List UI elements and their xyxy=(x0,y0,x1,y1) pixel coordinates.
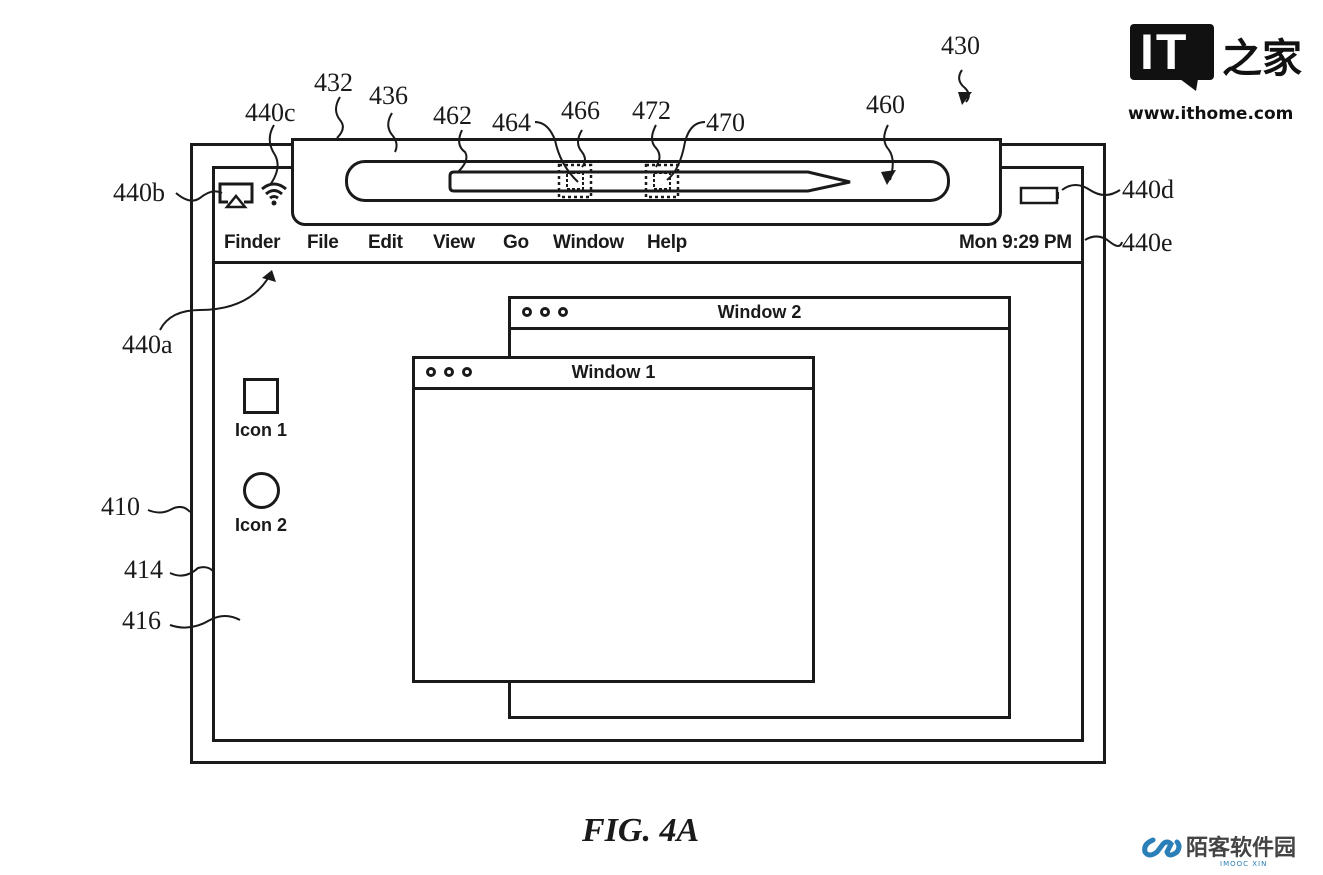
menu-edit[interactable]: Edit xyxy=(368,232,403,253)
menu-finder[interactable]: Finder xyxy=(224,232,281,253)
leader-416 xyxy=(169,615,241,629)
leader-432 xyxy=(335,96,344,139)
marker-a-icon xyxy=(557,163,593,199)
window-1-zoom-button[interactable] xyxy=(462,367,472,377)
menu-window[interactable]: Window xyxy=(553,232,624,253)
leader-466 xyxy=(577,129,586,168)
ref-460: 460 xyxy=(866,90,905,119)
window-2-zoom-button[interactable] xyxy=(558,307,568,317)
leader-462 xyxy=(457,129,468,173)
battery-icon xyxy=(1019,186,1059,205)
leader-414 xyxy=(169,566,215,577)
leader-430 xyxy=(958,69,970,103)
mooc-logo-icon xyxy=(1142,837,1182,858)
ref-462: 462 xyxy=(433,101,472,130)
window-1[interactable]: Window 1 xyxy=(412,356,815,683)
leader-440b xyxy=(175,190,223,202)
window-2-minimize-button[interactable] xyxy=(540,307,550,317)
stylus-icon xyxy=(448,170,851,193)
ref-432: 432 xyxy=(314,68,353,97)
window-1-minimize-button[interactable] xyxy=(444,367,454,377)
ithome-logo-tail xyxy=(1180,79,1198,91)
window-2-title: Window 2 xyxy=(717,302,802,322)
window-2-titlebar[interactable]: Window 2 xyxy=(511,299,1008,330)
mooc-name: 陌客软件园 xyxy=(1186,835,1297,861)
ref-440c: 440c xyxy=(245,98,296,127)
ref-466: 466 xyxy=(561,96,600,125)
window-1-titlebar[interactable]: Window 1 xyxy=(415,359,812,390)
desktop-icon-2-label: Icon 2 xyxy=(235,515,288,535)
menu-go[interactable]: Go xyxy=(503,232,529,253)
window-1-title: Window 1 xyxy=(571,362,656,382)
ref-440b: 440b xyxy=(113,178,165,207)
desktop-icon-1-label: Icon 1 xyxy=(235,420,288,440)
leader-440e xyxy=(1084,235,1123,247)
ref-436: 436 xyxy=(369,81,408,110)
wifi-icon xyxy=(261,182,287,206)
window-2-close-button[interactable] xyxy=(522,307,532,317)
ref-416: 416 xyxy=(122,606,161,635)
menu-bar-divider xyxy=(212,261,1084,264)
desktop-icon-1[interactable] xyxy=(243,378,279,414)
ref-440d: 440d xyxy=(1122,175,1174,204)
menu-help[interactable]: Help xyxy=(647,232,687,253)
ref-464: 464 xyxy=(492,108,531,137)
ref-440e: 440e xyxy=(1122,228,1173,257)
ref-410: 410 xyxy=(101,492,140,521)
desktop-icon-2[interactable] xyxy=(243,472,280,509)
ref-472: 472 xyxy=(632,96,671,125)
leader-436 xyxy=(387,112,398,153)
leader-440c xyxy=(268,124,279,186)
window-1-close-button[interactable] xyxy=(426,367,436,377)
ref-470: 470 xyxy=(706,108,745,137)
ithome-logo-text: IT xyxy=(1140,24,1189,80)
menu-clock: Mon 9:29 PM xyxy=(959,232,1072,253)
ref-414: 414 xyxy=(124,555,163,584)
leader-464 xyxy=(534,121,579,183)
marker-b-icon xyxy=(644,163,680,199)
ithome-logo: IT xyxy=(1130,24,1214,80)
ithome-cjk: 之家 xyxy=(1222,35,1302,82)
leader-460 xyxy=(883,124,894,181)
ref-440a: 440a xyxy=(122,330,173,359)
menu-file[interactable]: File xyxy=(307,232,339,253)
ithome-url: www.ithome.com xyxy=(1128,104,1294,124)
leader-470 xyxy=(666,121,706,181)
leader-472 xyxy=(651,124,661,168)
mooc-sub: IMOOC XIN xyxy=(1220,860,1268,868)
menu-view[interactable]: View xyxy=(433,232,475,253)
figure-caption: FIG. 4A xyxy=(582,812,700,849)
stylus-region xyxy=(345,160,950,202)
leader-410 xyxy=(147,506,191,514)
ref-430: 430 xyxy=(941,31,980,60)
leader-440d xyxy=(1061,184,1121,196)
leader-440a xyxy=(159,274,271,331)
airplay-icon xyxy=(218,182,254,209)
